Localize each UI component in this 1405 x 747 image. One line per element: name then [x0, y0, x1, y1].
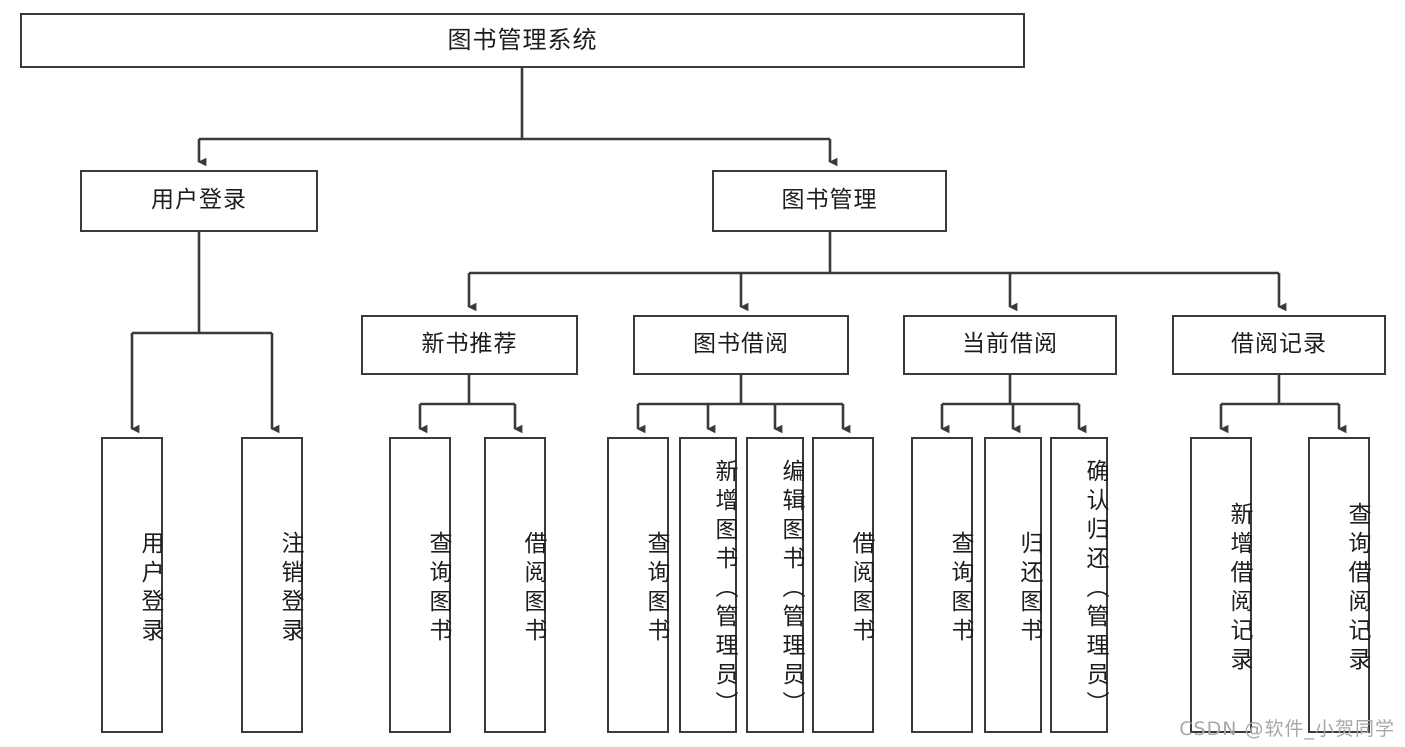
node-leaf-edit-book-label: 编辑图书（管理员）	[778, 458, 804, 720]
node-leaf-add-book-label: 新增图书（管理员）	[711, 458, 737, 720]
node-leaf-add-record[interactable]: 新增借阅记录	[1190, 437, 1252, 733]
node-leaf-query-book-2[interactable]: 查询图书	[607, 437, 669, 733]
node-leaf-logout-label: 注销登录	[277, 531, 303, 647]
node-book-manage-label: 图书管理	[781, 187, 878, 214]
node-leaf-borrow-book-1[interactable]: 借阅图书	[484, 437, 546, 733]
node-current-borrow[interactable]: 当前借阅	[903, 315, 1117, 375]
node-new-book-rec[interactable]: 新书推荐	[361, 315, 578, 375]
node-leaf-return-book[interactable]: 归还图书	[984, 437, 1042, 733]
node-current-borrow-label: 当前借阅	[962, 331, 1058, 358]
node-book-manage[interactable]: 图书管理	[712, 170, 947, 232]
node-leaf-logout[interactable]: 注销登录	[241, 437, 303, 733]
node-user-login-label: 用户登录	[151, 187, 247, 214]
node-borrow-record[interactable]: 借阅记录	[1172, 315, 1386, 375]
node-leaf-query-book-2-label: 查询图书	[643, 531, 669, 647]
node-leaf-query-book-1[interactable]: 查询图书	[389, 437, 451, 733]
node-leaf-query-book-3[interactable]: 查询图书	[911, 437, 973, 733]
node-leaf-confirm-return-label: 确认归还（管理员）	[1082, 458, 1108, 720]
node-user-login[interactable]: 用户登录	[80, 170, 318, 232]
node-borrow-record-label: 借阅记录	[1231, 331, 1327, 358]
node-book-borrow[interactable]: 图书借阅	[633, 315, 849, 375]
node-new-book-rec-label: 新书推荐	[421, 331, 518, 358]
node-leaf-query-record[interactable]: 查询借阅记录	[1308, 437, 1370, 733]
node-leaf-query-record-label: 查询借阅记录	[1344, 502, 1370, 676]
node-book-borrow-label: 图书借阅	[693, 331, 789, 358]
csdn-watermark: CSDN @软件_小贺同学	[1179, 718, 1395, 740]
node-leaf-user-login[interactable]: 用户登录	[101, 437, 163, 733]
node-leaf-borrow-book-2-label: 借阅图书	[848, 531, 874, 647]
node-leaf-borrow-book-2[interactable]: 借阅图书	[812, 437, 874, 733]
node-leaf-edit-book[interactable]: 编辑图书（管理员）	[746, 437, 804, 733]
node-leaf-user-login-label: 用户登录	[137, 531, 163, 647]
node-leaf-add-record-label: 新增借阅记录	[1226, 502, 1252, 676]
node-leaf-return-book-label: 归还图书	[1016, 531, 1042, 647]
node-leaf-borrow-book-1-label: 借阅图书	[520, 531, 546, 647]
node-root-label: 图书管理系统	[447, 26, 598, 55]
node-leaf-add-book[interactable]: 新增图书（管理员）	[679, 437, 737, 733]
node-root[interactable]: 图书管理系统	[20, 13, 1025, 68]
node-leaf-query-book-1-label: 查询图书	[425, 531, 451, 647]
node-leaf-query-book-3-label: 查询图书	[947, 531, 973, 647]
node-leaf-confirm-return[interactable]: 确认归还（管理员）	[1050, 437, 1108, 733]
